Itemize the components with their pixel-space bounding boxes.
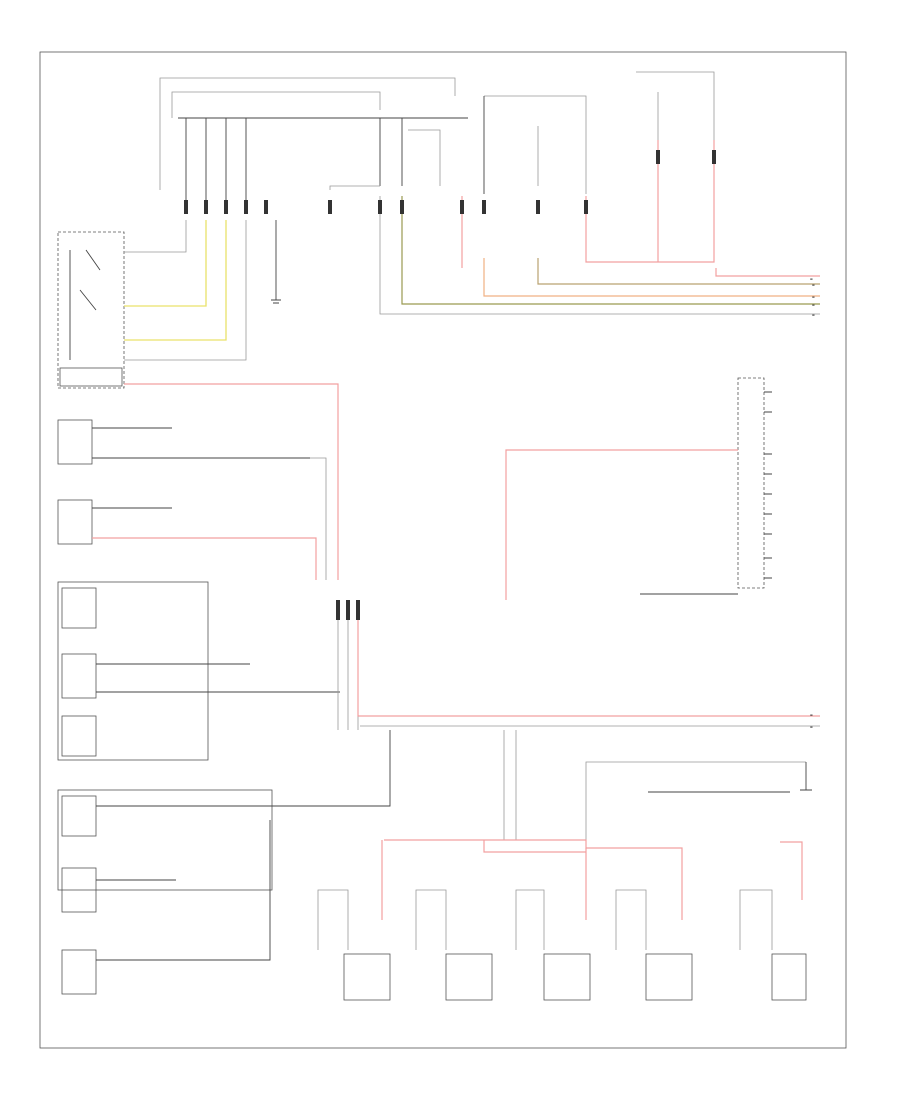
mid-bus-wire-1: ▬ [810, 713, 813, 717]
mid-bus-wire-2: ▬ [810, 725, 813, 729]
ground-top [271, 220, 281, 304]
bus-wire-2: ▬ [812, 283, 815, 287]
lower-bus [381, 730, 803, 920]
top-harness [159, 77, 468, 200]
top-connectors [184, 150, 716, 214]
window-switch [505, 377, 772, 600]
bus-wire-3: ▬ [812, 295, 815, 299]
bus-wire-1: ▬ [810, 277, 813, 281]
lighting-switch [57, 220, 339, 580]
bus-wire-5: ▬ [812, 313, 815, 317]
top-right-bus: ▬ ▬ ▬ ▬ ▬ [329, 140, 820, 317]
bottom-modules [317, 889, 807, 1001]
rr-door-module [57, 419, 327, 580]
center-splice: ▬ ▬ [336, 600, 820, 730]
lr-door-module [57, 499, 317, 580]
sensor-assy [585, 761, 812, 900]
diagram-frame [39, 51, 847, 1049]
rr-door-group [57, 581, 340, 761]
lr-door-group [57, 730, 391, 995]
bus-wire-4: ▬ [812, 303, 815, 307]
fuse-box [408, 71, 715, 200]
